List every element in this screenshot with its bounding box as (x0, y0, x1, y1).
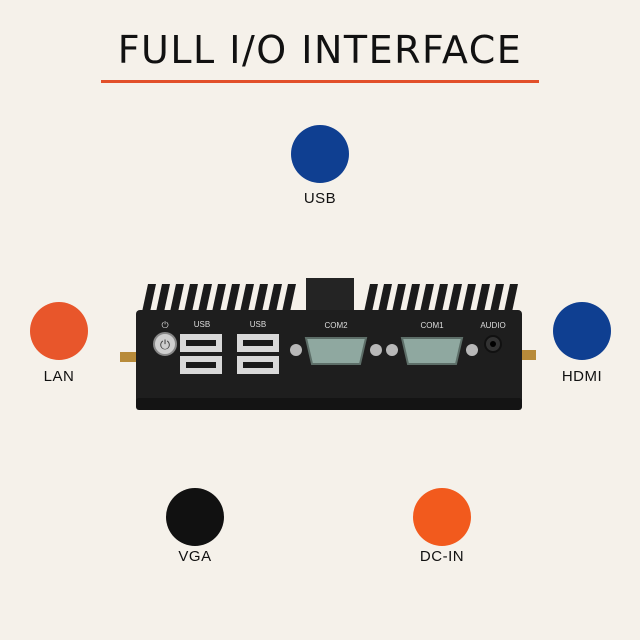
dcin-color-dot (413, 488, 471, 546)
usb-left-port-label: USB (194, 320, 210, 329)
com2-port-label: COM2 (324, 321, 348, 330)
usb-label: USB (303, 190, 337, 207)
usb-color-dot (291, 125, 349, 183)
hdmi-label: HDMI (561, 368, 603, 385)
right-antenna-connector (520, 350, 536, 360)
hdmi-color-dot (553, 302, 611, 360)
lan-color-dot (30, 302, 88, 360)
mini-pc-device: ⏻ ⏻ USB USB COM2 COM1 AUDIO (120, 278, 536, 410)
com1-port-label: COM1 (420, 321, 444, 330)
lan-label: LAN (43, 368, 75, 385)
audio-port-label: AUDIO (480, 321, 505, 330)
power-icon: ⏻ (160, 338, 170, 353)
dcin-label: DC-IN (419, 548, 465, 565)
heatsink-fins (142, 278, 518, 312)
com1-serial-port (400, 337, 464, 365)
com2-serial-port (304, 337, 368, 365)
vga-color-dot (166, 488, 224, 546)
left-antenna-connector (120, 352, 136, 362)
page-title: FULL I/O INTERFACE (117, 28, 523, 72)
title-underline (101, 80, 539, 83)
vga-label: VGA (178, 548, 212, 565)
power-button (153, 332, 177, 356)
power-small-icon: ⏻ (161, 320, 168, 331)
usb-right-port-label: USB (250, 320, 266, 329)
